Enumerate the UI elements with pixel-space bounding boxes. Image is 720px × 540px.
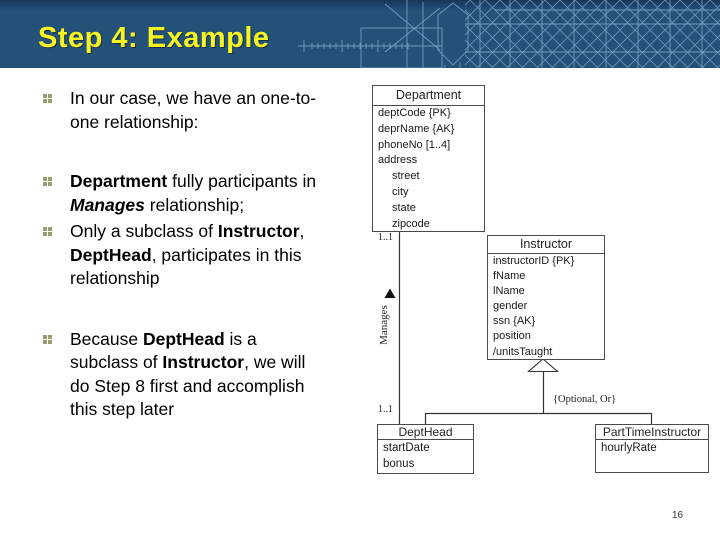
square-bullet-icon bbox=[43, 94, 52, 103]
attribute-row: phoneNo [1..4] bbox=[378, 138, 451, 151]
attribute-row: fName bbox=[493, 270, 526, 283]
attribute-row: ssn {AK} bbox=[493, 315, 536, 328]
bullet-text: Department fully participants in Manages… bbox=[70, 171, 317, 215]
attribute-row: deptCode {PK} bbox=[378, 107, 451, 119]
entity-instructor: Instructor instructorID {PK} fName lName… bbox=[487, 235, 605, 360]
attribute-row: startDate bbox=[383, 442, 430, 454]
bullet-text: Only a subclass of Instructor, DeptHead,… bbox=[70, 221, 305, 288]
blueprint-decoration-icon bbox=[298, 0, 720, 68]
square-bullet-icon bbox=[43, 227, 52, 236]
generalization-triangle-icon bbox=[527, 358, 559, 373]
attribute-row: /unitsTaught bbox=[493, 345, 553, 358]
entity-depthead: DeptHead startDate bonus bbox=[377, 424, 474, 474]
attribute-row: lName bbox=[493, 285, 525, 298]
entity-parttimeinstructor: PartTimeInstructor hourlyRate bbox=[595, 424, 709, 473]
attribute-row: street bbox=[392, 170, 420, 183]
entity-title: PartTimeInstructor bbox=[596, 425, 708, 440]
entity-title: DeptHead bbox=[378, 425, 473, 440]
attribute-row: position bbox=[493, 330, 531, 343]
title-banner: Step 4: Example bbox=[0, 0, 720, 68]
multiplicity-label-bottom: 1..1 bbox=[378, 404, 393, 415]
page-title: Step 4: Example bbox=[38, 22, 270, 54]
bullet-text: In our case, we have an one-to- one rela… bbox=[70, 88, 317, 132]
attribute-row: city bbox=[392, 185, 409, 198]
bullet-item: Only a subclass of Instructor, DeptHead,… bbox=[38, 220, 368, 291]
relationship-name-label: Manages bbox=[378, 305, 390, 345]
multiplicity-label-top: 1..1 bbox=[378, 232, 393, 243]
attribute-row: address bbox=[378, 154, 418, 167]
square-bullet-icon bbox=[43, 334, 52, 344]
entity-title: Instructor bbox=[488, 236, 604, 254]
entity-department: Department deptCode {PK} deprName {AK} p… bbox=[372, 85, 485, 232]
square-bullet-icon bbox=[43, 177, 52, 186]
attribute-row: hourlyRate bbox=[601, 442, 657, 454]
bullet-item: In our case, we have an one-to- one rela… bbox=[38, 87, 368, 134]
bullet-item: Department fully participants in Manages… bbox=[38, 170, 368, 217]
relationship-direction-arrow-icon bbox=[384, 288, 396, 298]
entity-title: Department bbox=[373, 86, 484, 106]
bullet-list: In our case, we have an one-to- one rela… bbox=[38, 87, 368, 422]
page-number: 16 bbox=[672, 510, 684, 521]
attribute-row: state bbox=[392, 201, 416, 214]
attribute-row: zipcode bbox=[392, 217, 430, 230]
bullet-text: Because DeptHead is a subclass of Instru… bbox=[70, 328, 306, 420]
bullet-item: Because DeptHead is a subclass of Instru… bbox=[38, 328, 368, 422]
attribute-row: deprName {AK} bbox=[378, 122, 455, 135]
attribute-row: bonus bbox=[383, 458, 415, 470]
attribute-row: instructorID {PK} bbox=[493, 255, 575, 267]
constraint-label: {Optional, Or} bbox=[553, 394, 617, 405]
attribute-row: gender bbox=[493, 300, 528, 313]
